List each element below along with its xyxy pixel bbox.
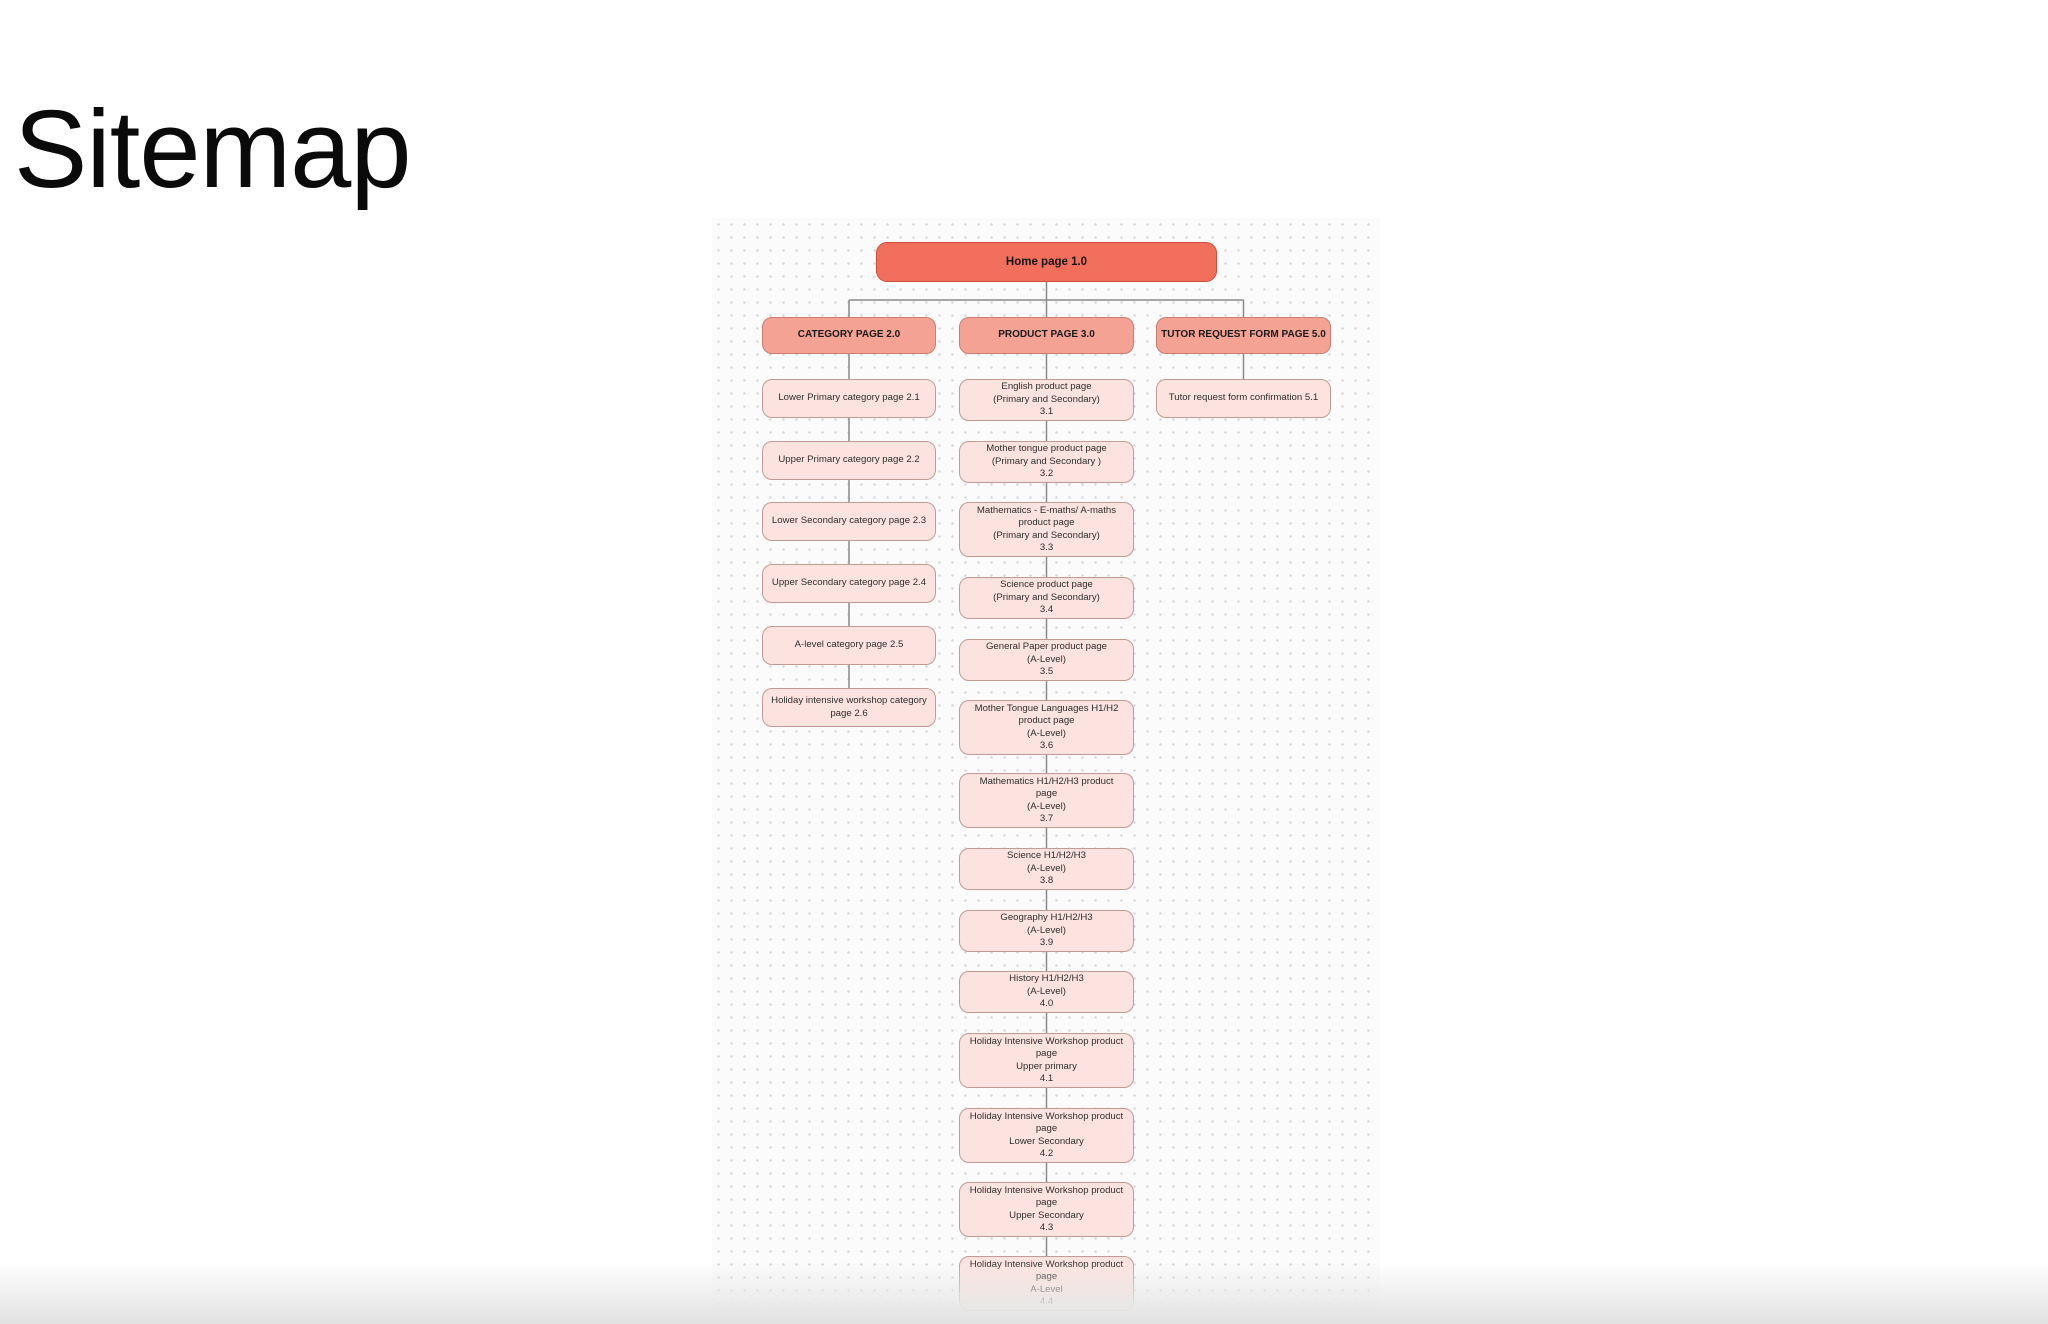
node-product-item[interactable]: History H1/H2/H3 (A-Level) 4.0 — [959, 971, 1134, 1013]
node-category-item[interactable]: Upper Primary category page 2.2 — [762, 441, 936, 480]
node-product-item[interactable]: Holiday Intensive Workshop product page … — [959, 1108, 1134, 1163]
node-product-item[interactable]: Holiday Intensive Workshop product page … — [959, 1256, 1134, 1311]
node-product-item[interactable]: Mathematics - E-maths/ A-maths product p… — [959, 502, 1134, 557]
node-category-item[interactable]: Lower Secondary category page 2.3 — [762, 502, 936, 541]
page-title: Sitemap — [14, 88, 412, 211]
node-product-item[interactable]: Mathematics H1/H2/H3 product page (A-Lev… — [959, 773, 1134, 828]
node-product-item[interactable]: Science H1/H2/H3 (A-Level) 3.8 — [959, 848, 1134, 890]
node-product-page[interactable]: PRODUCT PAGE 3.0 — [959, 317, 1134, 354]
node-product-item[interactable]: Holiday Intensive Workshop product page … — [959, 1182, 1134, 1237]
node-category-item[interactable]: Holiday intensive workshop category page… — [762, 688, 936, 727]
node-category-item[interactable]: Lower Primary category page 2.1 — [762, 379, 936, 418]
node-product-item[interactable]: English product page (Primary and Second… — [959, 379, 1134, 421]
node-product-item[interactable]: Holiday Intensive Workshop product page … — [959, 1033, 1134, 1088]
node-product-item[interactable]: General Paper product page (A-Level) 3.5 — [959, 639, 1134, 681]
node-category-item[interactable]: A-level category page 2.5 — [762, 626, 936, 665]
node-tutor-item[interactable]: Tutor request form confirmation 5.1 — [1156, 379, 1331, 418]
node-category-page[interactable]: CATEGORY PAGE 2.0 — [762, 317, 936, 354]
node-product-item[interactable]: Mother Tongue Languages H1/H2 product pa… — [959, 700, 1134, 755]
node-category-item[interactable]: Upper Secondary category page 2.4 — [762, 564, 936, 603]
node-product-item[interactable]: Science product page (Primary and Second… — [959, 577, 1134, 619]
node-product-item[interactable]: Mother tongue product page (Primary and … — [959, 441, 1134, 483]
node-tutor-request-form-page[interactable]: TUTOR REQUEST FORM PAGE 5.0 — [1156, 317, 1331, 354]
node-home-page[interactable]: Home page 1.0 — [876, 242, 1217, 282]
node-product-item[interactable]: Geography H1/H2/H3 (A-Level) 3.9 — [959, 910, 1134, 952]
